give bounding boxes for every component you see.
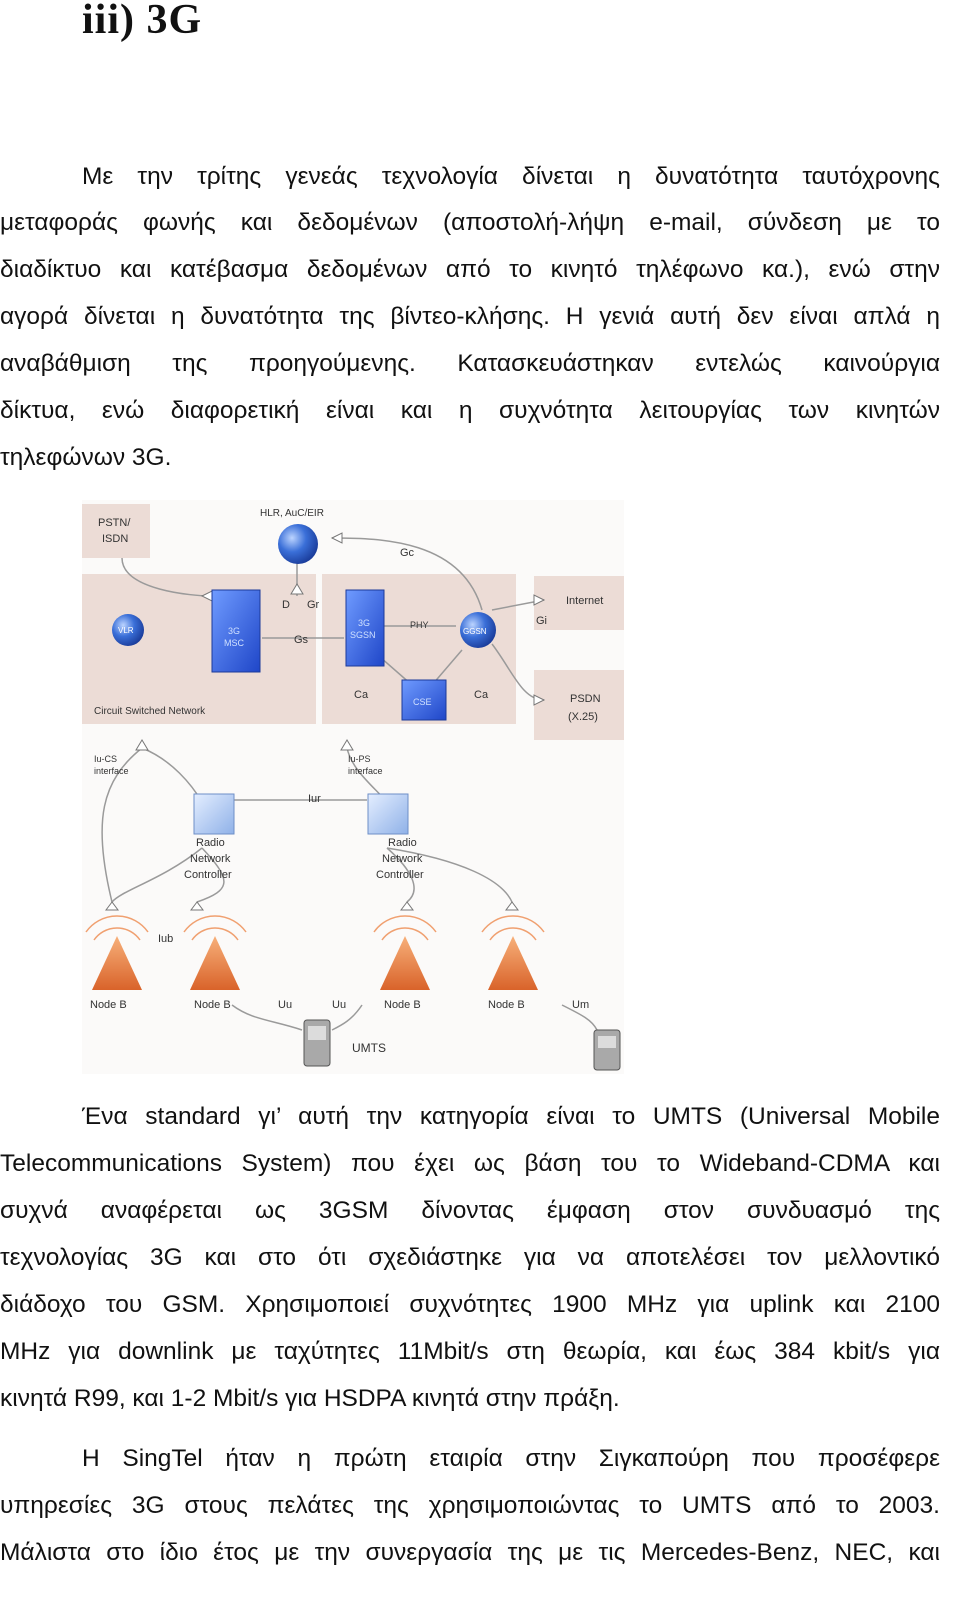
paragraph1-line: μεταφοράς φωνής και δεδομένων (αποστολή-…	[0, 209, 940, 236]
paragraph2-line: τεχνολογίας 3G και στο ότι σχεδιάστηκε γ…	[0, 1244, 940, 1271]
uu-label: Uu	[278, 999, 292, 1011]
phy-label: PHY	[410, 620, 429, 630]
umts-label: UMTS	[352, 1041, 386, 1055]
rnc-label: Controller	[376, 869, 424, 881]
paragraph2-line: Telecommunications System) που έχει ως β…	[0, 1150, 940, 1177]
node-b-label: Node B	[384, 999, 421, 1011]
ca-label: Ca	[474, 689, 489, 701]
iu-ps-label: Iu-PS	[348, 754, 371, 764]
gr-label: Gr	[307, 599, 320, 611]
paragraph2-line: κινητά R99, και 1-2 Mbit/s για HSDPA κιν…	[0, 1385, 620, 1412]
iu-cs-label: interface	[94, 766, 129, 776]
rnc-label: Controller	[184, 869, 232, 881]
paragraph1-line: δίκτυα, ενώ διαφορετική είναι και η συχν…	[0, 397, 940, 424]
umts-network-diagram: PSTN/ ISDN HLR, AuC/EIR Gc D Gr VLR 3G M…	[82, 500, 624, 1074]
rnc-label: Network	[190, 853, 231, 865]
internet-label: Internet	[566, 595, 603, 607]
vlr-label: VLR	[118, 626, 134, 635]
d-label: D	[282, 599, 290, 611]
paragraph1-line: αναβάθμιση της προηγούμενης. Κατασκευάστ…	[0, 350, 940, 377]
rnc-label: Radio	[388, 837, 417, 849]
section-heading: iii) 3G	[82, 0, 203, 43]
sgsn-label: 3G	[358, 618, 370, 628]
paragraph2-line: Ένα standard γι’ αυτή την κατηγορία είνα…	[82, 1103, 940, 1130]
iu-cs-label: Iu-CS	[94, 754, 117, 764]
gi-label: Gi	[536, 615, 547, 627]
rnc-label: Network	[382, 853, 423, 865]
gs-label: Gs	[294, 634, 309, 646]
gc-label: Gc	[400, 547, 415, 559]
paragraph3-line: υπηρεσίες 3G στους πελάτες της χρησιμοπο…	[0, 1492, 940, 1519]
ca-label: Ca	[354, 689, 369, 701]
cs-network-label: Circuit Switched Network	[94, 706, 206, 717]
uu-label: Uu	[332, 999, 346, 1011]
iub-label: Iub	[158, 933, 173, 945]
msc-label: MSC	[224, 638, 245, 648]
hlr-label: HLR, AuC/EIR	[260, 508, 324, 519]
paragraph1-line: Με την τρίτης γενεάς τεχνολογία δίνεται …	[82, 163, 940, 190]
paragraph3-line: Η SingTel ήταν η πρώτη εταιρία στην Σιγκ…	[82, 1445, 940, 1472]
iur-label: Iur	[308, 793, 321, 805]
pstn-label: ISDN	[102, 533, 128, 545]
pstn-label: PSTN/	[98, 517, 131, 529]
paragraph2-line: MHz για downlink με ταχύτητες 11Mbit/s σ…	[0, 1338, 940, 1365]
node-b-label: Node B	[488, 999, 525, 1011]
cse-label: CSE	[413, 697, 432, 707]
um-label: Um	[572, 999, 589, 1011]
node-b-label: Node B	[194, 999, 231, 1011]
paragraph1-line: τηλεφώνων 3G.	[0, 444, 172, 471]
paragraph1-line: αγορά δίνεται η δυνατότητα της βίντεο-κλ…	[0, 303, 940, 330]
paragraph2-line: συχνά αναφέρεται ως 3GSM δίνοντας έμφαση…	[0, 1197, 940, 1224]
paragraph2-line: διάδοχο του GSM. Χρησιμοποιεί συχνότητες…	[0, 1291, 940, 1318]
node-b-label: Node B	[90, 999, 127, 1011]
paragraph1-line: διαδίκτυο και κατέβασμα δεδομένων από το…	[0, 256, 940, 283]
sgsn-label: SGSN	[350, 630, 376, 640]
msc-label: 3G	[228, 626, 240, 636]
paragraph3-line: Μάλιστα στο ίδιο έτος με την συνεργασία …	[0, 1539, 940, 1566]
psdn-label: PSDN	[570, 693, 601, 705]
rnc-label: Radio	[196, 837, 225, 849]
ggsn-label: GGSN	[463, 627, 487, 636]
iu-ps-label: interface	[348, 766, 383, 776]
psdn-label: (X.25)	[568, 711, 598, 723]
